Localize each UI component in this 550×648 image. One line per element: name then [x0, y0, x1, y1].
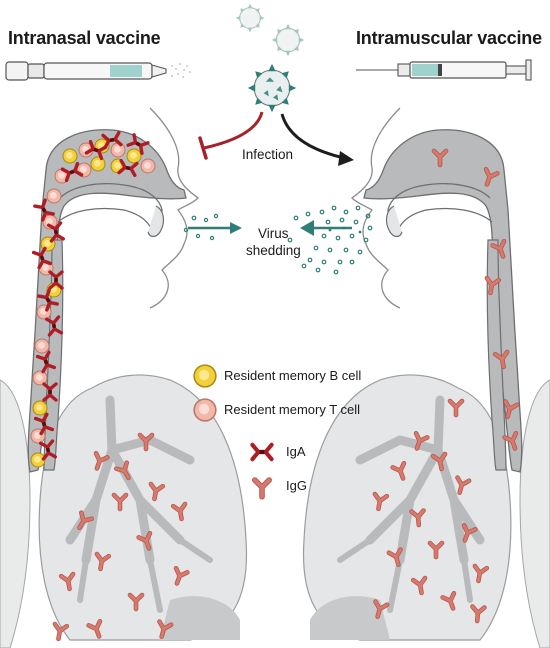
intranasal-title: Intranasal vaccine: [8, 28, 161, 48]
syringe-icon: [356, 59, 532, 81]
igg-icon: [255, 480, 269, 497]
right-anatomy: [302, 107, 550, 648]
iga-icon: [252, 445, 271, 459]
infection-label: Infection: [242, 147, 294, 162]
legend-igg-label: IgG: [286, 478, 307, 493]
infection-arrow: [280, 113, 354, 166]
virus-shedding-particles: [183, 205, 373, 275]
legend-t-cell-label: Resident memory T cell: [224, 402, 361, 417]
intramuscular-title: Intramuscular vaccine: [356, 28, 542, 48]
legend-b-cell-label: Resident memory B cell: [224, 368, 362, 383]
b-cell-icon: [193, 364, 217, 388]
shedding-label: shedding: [246, 243, 301, 258]
virus-label: Virus: [258, 226, 289, 241]
nasal-spray-icon: [5, 61, 191, 81]
inhibition-arrow: [198, 111, 264, 160]
virus-icon: [235, 3, 305, 113]
left-anatomy: [0, 107, 248, 648]
t-cell-icon: [193, 398, 217, 422]
legend-iga-label: IgA: [286, 444, 306, 459]
